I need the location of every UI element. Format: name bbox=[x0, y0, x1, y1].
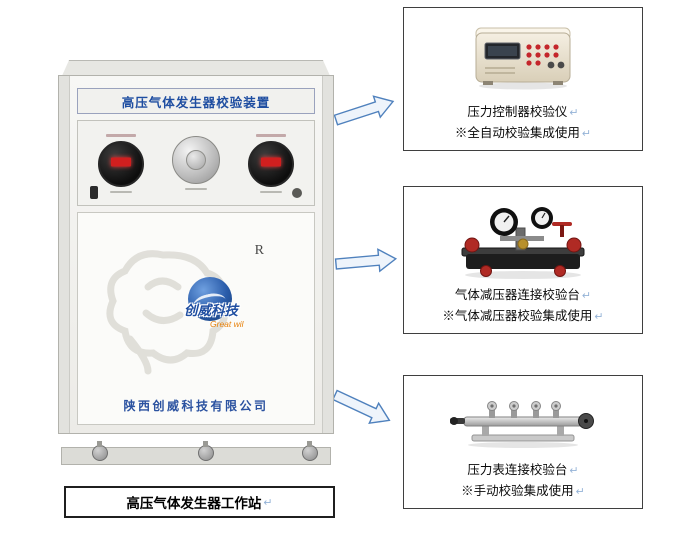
item-caption: 压力表连接校验台↵ ※手动校验集成使用↵ bbox=[461, 460, 585, 508]
item-image-area bbox=[404, 187, 642, 285]
station-label-box: 高压气体发生器工作站 ↵ bbox=[64, 486, 335, 518]
item-card-gas-regulator-stand: 气体减压器连接校验台↵ ※气体减压器校验集成使用↵ bbox=[403, 186, 643, 334]
gauge-sublabel-right bbox=[260, 190, 282, 193]
item-title-line: 压力表连接校验台↵ bbox=[461, 460, 585, 481]
power-switch bbox=[90, 186, 98, 199]
item-note-line: ※气体减压器校验集成使用↵ bbox=[442, 306, 603, 327]
item-caption: 气体减压器连接校验台↵ ※气体减压器校验集成使用↵ bbox=[442, 285, 603, 333]
digital-pressure-gauge-left bbox=[98, 140, 144, 187]
cabinet-door: R 创威科技 Great wil 陕西创威科技有限公司 bbox=[77, 212, 315, 425]
center-gauge-unit bbox=[172, 136, 220, 190]
item-image-area bbox=[404, 376, 642, 460]
caster-wheel bbox=[302, 441, 318, 461]
item-note-line: ※全自动校验集成使用↵ bbox=[455, 123, 591, 144]
item-note: ※全自动校验集成使用 bbox=[454, 126, 580, 140]
right-gauge-unit bbox=[248, 133, 294, 193]
line-break-mark: ↵ bbox=[569, 107, 579, 119]
arrow-to-pressure-controller-icon bbox=[333, 95, 395, 126]
control-panel bbox=[77, 120, 315, 206]
left-gauge-unit bbox=[98, 133, 144, 193]
cabinet-front-panel: 高压气体发生器校验装置 bbox=[58, 75, 334, 465]
item-title-line: 气体减压器连接校验台↵ bbox=[442, 285, 603, 306]
item-card-pressure-gauge-stand: 压力表连接校验台↵ ※手动校验集成使用↵ bbox=[403, 375, 643, 509]
arrow-to-pressure-gauge-stand-icon bbox=[331, 389, 391, 425]
calibration-cabinet: 高压气体发生器校验装置 bbox=[58, 60, 334, 465]
station-label-text: 高压气体发生器工作站 bbox=[126, 496, 262, 511]
registered-mark: R bbox=[254, 243, 264, 258]
item-note: ※气体减压器校验集成使用 bbox=[442, 309, 593, 323]
red-led-display-right bbox=[261, 157, 281, 167]
item-caption: 压力控制器校验仪↵ ※全自动校验集成使用↵ bbox=[455, 102, 591, 150]
outlet-port bbox=[292, 188, 302, 198]
digital-pressure-gauge-right bbox=[248, 140, 294, 187]
item-note: ※手动校验集成使用 bbox=[461, 484, 574, 498]
red-led-display-left bbox=[111, 157, 131, 167]
item-title: 压力表连接校验台 bbox=[467, 463, 568, 477]
item-title: 气体减压器连接校验台 bbox=[454, 288, 580, 302]
cabinet-base bbox=[61, 447, 331, 465]
item-image-area bbox=[404, 8, 642, 102]
caster-wheel bbox=[92, 441, 108, 461]
line-break-mark: ↵ bbox=[569, 465, 579, 477]
caster-wheel bbox=[198, 441, 214, 461]
arrow-to-gas-regulator-stand-icon bbox=[334, 248, 398, 273]
brand-logo: 创威科技 Great wil bbox=[174, 275, 294, 341]
cabinet-right-rail bbox=[322, 76, 333, 433]
pressure-gauge-stand-image bbox=[450, 401, 594, 448]
analog-regulator-knob bbox=[172, 136, 220, 184]
line-break-mark: ↵ bbox=[581, 290, 592, 302]
item-title: 压力控制器校验仪 bbox=[467, 105, 568, 119]
pressure-controller-image bbox=[475, 27, 571, 90]
item-note-line: ※手动校验集成使用↵ bbox=[461, 481, 585, 502]
item-card-pressure-controller: 压力控制器校验仪↵ ※全自动校验集成使用↵ bbox=[403, 7, 643, 151]
logo-globe-icon bbox=[188, 277, 232, 321]
line-break-mark: ↵ bbox=[263, 496, 273, 509]
gauge-label-left bbox=[106, 133, 136, 137]
cabinet-left-rail bbox=[59, 76, 70, 433]
cabinet-title: 高压气体发生器校验装置 bbox=[121, 95, 271, 110]
line-break-mark: ↵ bbox=[575, 486, 585, 498]
gas-regulator-stand-image bbox=[461, 207, 585, 279]
item-title-line: 压力控制器校验仪↵ bbox=[455, 102, 591, 123]
line-break-mark: ↵ bbox=[594, 311, 604, 323]
gauge-label-right bbox=[256, 133, 286, 137]
gauge-sublabel-center bbox=[185, 188, 207, 190]
logo-text-en: Great wil bbox=[210, 319, 244, 329]
company-name: 陕西创威科技有限公司 bbox=[123, 399, 269, 413]
logo-text-cn: 创威科技 bbox=[184, 303, 238, 318]
line-break-mark: ↵ bbox=[581, 128, 592, 140]
gauge-sublabel-left bbox=[110, 190, 132, 193]
cabinet-title-plate: 高压气体发生器校验装置 bbox=[77, 88, 315, 114]
